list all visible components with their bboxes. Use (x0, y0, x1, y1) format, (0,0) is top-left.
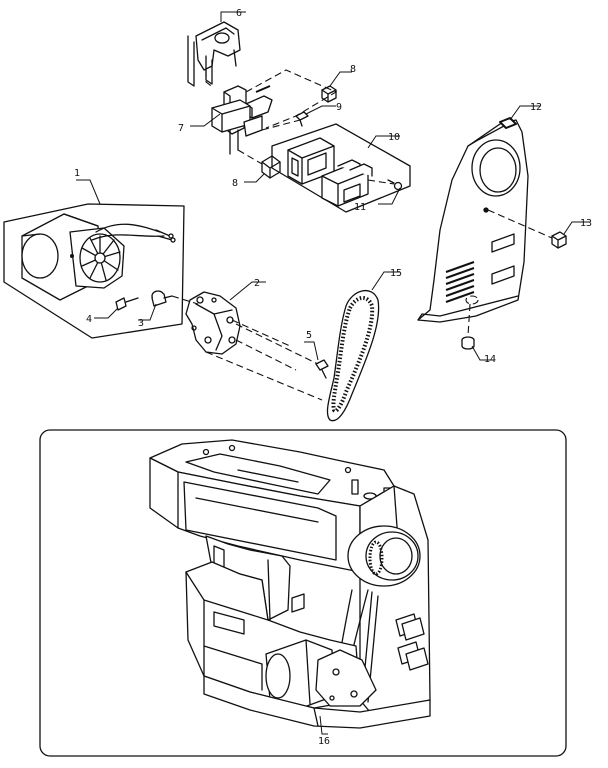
callout-11: 11 (354, 202, 366, 213)
handwheel (347, 525, 421, 587)
part-10-terminal-block (271, 123, 411, 213)
callout-13: 13 (580, 218, 592, 229)
part-7-mount-bracket (211, 85, 273, 155)
callout-16: 16 (318, 736, 330, 747)
part-15-drive-belt (326, 290, 380, 422)
part-1-motor (3, 203, 185, 339)
part-5-screw (315, 359, 329, 379)
callout-14: 14 (484, 354, 496, 365)
callout-15: 15 (390, 268, 402, 279)
part-2-motor-bracket (185, 291, 241, 355)
callout-4: 4 (86, 314, 92, 325)
callout-1: 1 (74, 168, 80, 179)
part-12-side-cover (417, 117, 529, 323)
part-6-thread-guide-bracket (187, 21, 241, 87)
callout-7: 7 (178, 123, 184, 134)
callout-6: 6 (236, 8, 242, 19)
callout-8-upper: 8 (350, 64, 356, 75)
part-9-screw (295, 111, 309, 127)
part-14-rubber-foot (461, 336, 475, 350)
callout-5: 5 (306, 330, 312, 341)
part-13-screw (551, 231, 567, 249)
callout-10: 10 (388, 132, 400, 143)
part-8-screw-lower (261, 155, 281, 179)
callout-3: 3 (138, 318, 144, 329)
sewing-machine-body (149, 439, 431, 729)
callout-9: 9 (336, 102, 342, 113)
callout-2: 2 (254, 278, 260, 289)
callout-8-lower: 8 (232, 178, 238, 189)
sewing-machine-assembly-frame (39, 429, 567, 757)
callout-12: 12 (530, 102, 542, 113)
